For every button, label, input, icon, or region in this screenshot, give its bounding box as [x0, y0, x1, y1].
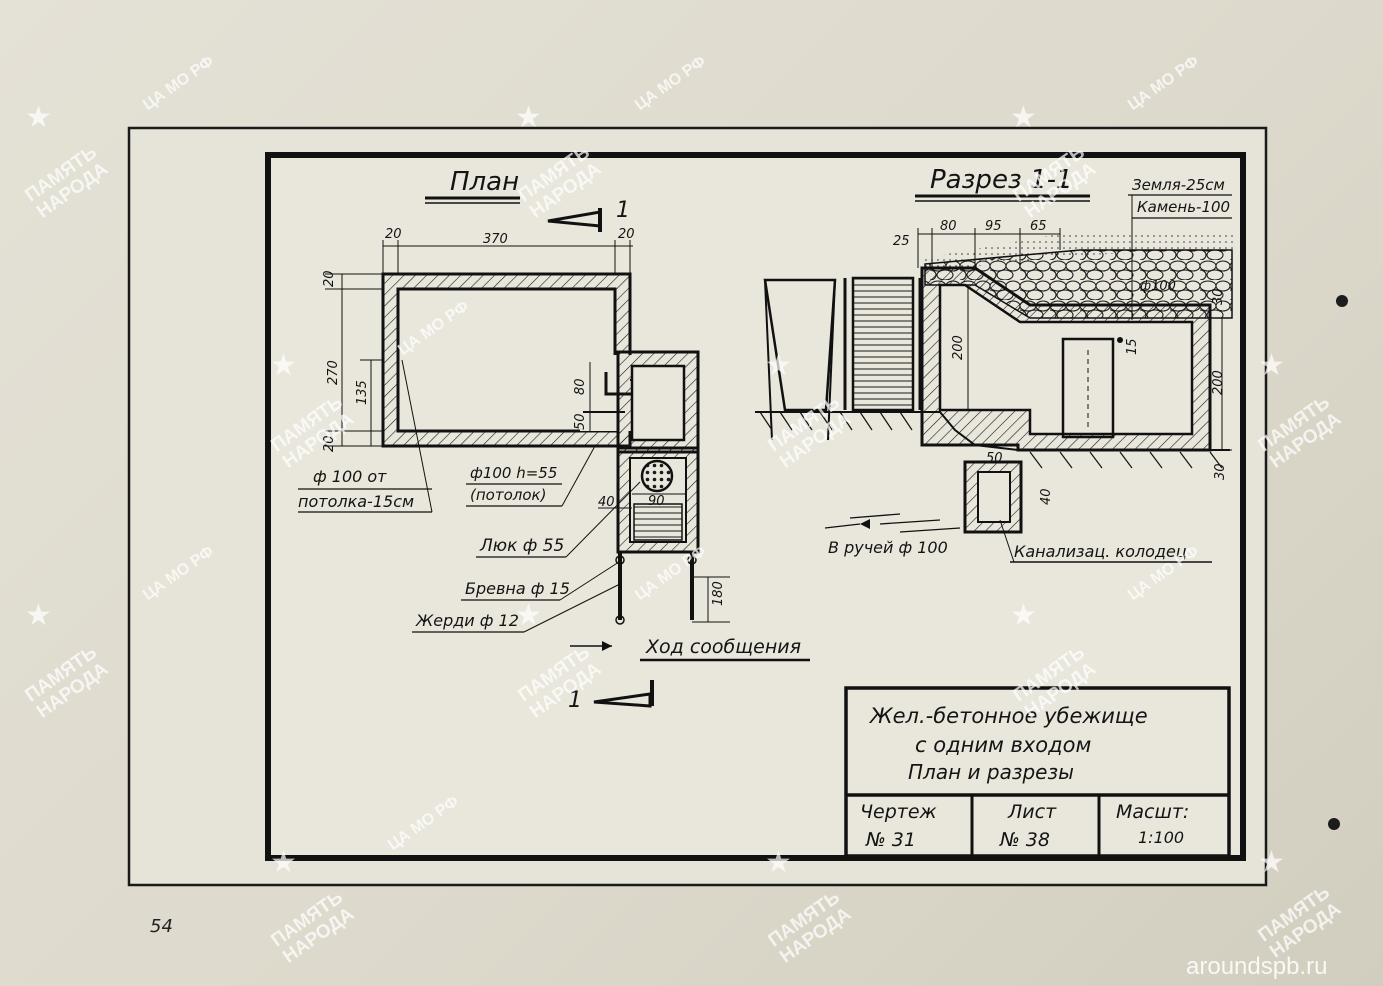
dim-180: 180	[711, 581, 726, 606]
dim-40: 40	[598, 495, 615, 510]
drawing-label: Чертеж	[860, 801, 937, 823]
dim-20-bottom-left: 20	[322, 435, 337, 452]
label-stone: Камень-100	[1137, 198, 1230, 216]
dim-20-top-left: 20	[322, 270, 337, 287]
hatch-icon	[640, 459, 674, 493]
trench-wall	[763, 278, 837, 412]
stream-lines	[824, 513, 961, 533]
title-line2: с одним входом	[915, 733, 1092, 757]
sewer-well	[977, 471, 1011, 523]
callout-vent-line1: ф 100 от	[313, 467, 387, 486]
dim-30-top: 30	[1211, 288, 1226, 305]
plan-room-interior	[396, 287, 617, 433]
dim-20-left: 20	[385, 227, 402, 242]
section-title: Разрез 1-1	[930, 165, 1073, 195]
callout-vent2-line1: ф100 h=55	[470, 464, 557, 482]
title-block: Жел.-бетонное убежище с одним входом Пла…	[844, 686, 1231, 858]
dim-30-bottom: 30	[1213, 463, 1228, 480]
title-line3: План и разрезы	[908, 760, 1074, 784]
door	[1061, 337, 1115, 439]
plan-view: План 1 20 370	[298, 167, 810, 713]
dim-200-room: 200	[1211, 370, 1226, 395]
callout-poles: Жерди ф 12	[415, 611, 519, 630]
dim-65: 65	[1030, 219, 1047, 234]
callout-logs: Бревна ф 15	[465, 579, 570, 598]
dim-25: 25	[893, 234, 910, 249]
dim-90: 90	[648, 494, 665, 509]
sheet-number: № 38	[999, 829, 1050, 851]
section-mark-bottom-label: 1	[568, 688, 582, 713]
dim-80-section: 80	[940, 219, 957, 234]
ground-hatching	[759, 411, 1223, 469]
dim-270: 270	[326, 360, 341, 385]
label-sewer-well: Канализац. колодец	[1014, 542, 1187, 561]
title-line1: Жел.-бетонное убежище	[868, 704, 1148, 728]
dim-80: 80	[573, 378, 588, 395]
dim-20-right: 20	[618, 227, 635, 242]
scale-value: 1:100	[1138, 828, 1184, 847]
dim-200-trench: 200	[951, 335, 966, 360]
dim-15: 15	[1125, 338, 1140, 355]
shelter-interior	[938, 283, 1194, 436]
plan-steps	[633, 503, 683, 541]
stairs	[851, 276, 915, 412]
drawing-number: № 31	[865, 829, 916, 851]
label-stream: В ручей ф 100	[828, 538, 948, 557]
callout-vent2-line2: (потолок)	[470, 486, 546, 504]
punch-hole-top	[1336, 295, 1348, 307]
punch-hole-bottom	[1328, 818, 1340, 830]
plan-title: План	[450, 167, 519, 197]
page-number: 54	[150, 916, 173, 937]
dim-well-40: 40	[1039, 488, 1054, 505]
dim-370: 370	[483, 232, 508, 247]
scale-label: Масшт:	[1116, 801, 1189, 823]
dim-95: 95	[985, 219, 1002, 234]
callout-vent-line2: потолка-15см	[298, 492, 414, 511]
dim-well-50: 50	[986, 451, 1003, 466]
section-view: Разрез 1-1 Земля-25см Камень-100	[755, 165, 1235, 563]
callout-hatch: Люк ф 55	[479, 536, 564, 556]
label-earth: Земля-25см	[1132, 176, 1225, 194]
sheet-label: Лист	[1007, 801, 1057, 823]
dim-50: 50	[573, 413, 588, 430]
section-mark-top-label: 1	[616, 198, 630, 223]
dim-135: 135	[355, 380, 370, 405]
site-watermark: aroundspb.ru	[1186, 953, 1328, 980]
label-passage: Ход сообщения	[645, 636, 801, 658]
dim-vent-100: ф100	[1140, 279, 1176, 294]
